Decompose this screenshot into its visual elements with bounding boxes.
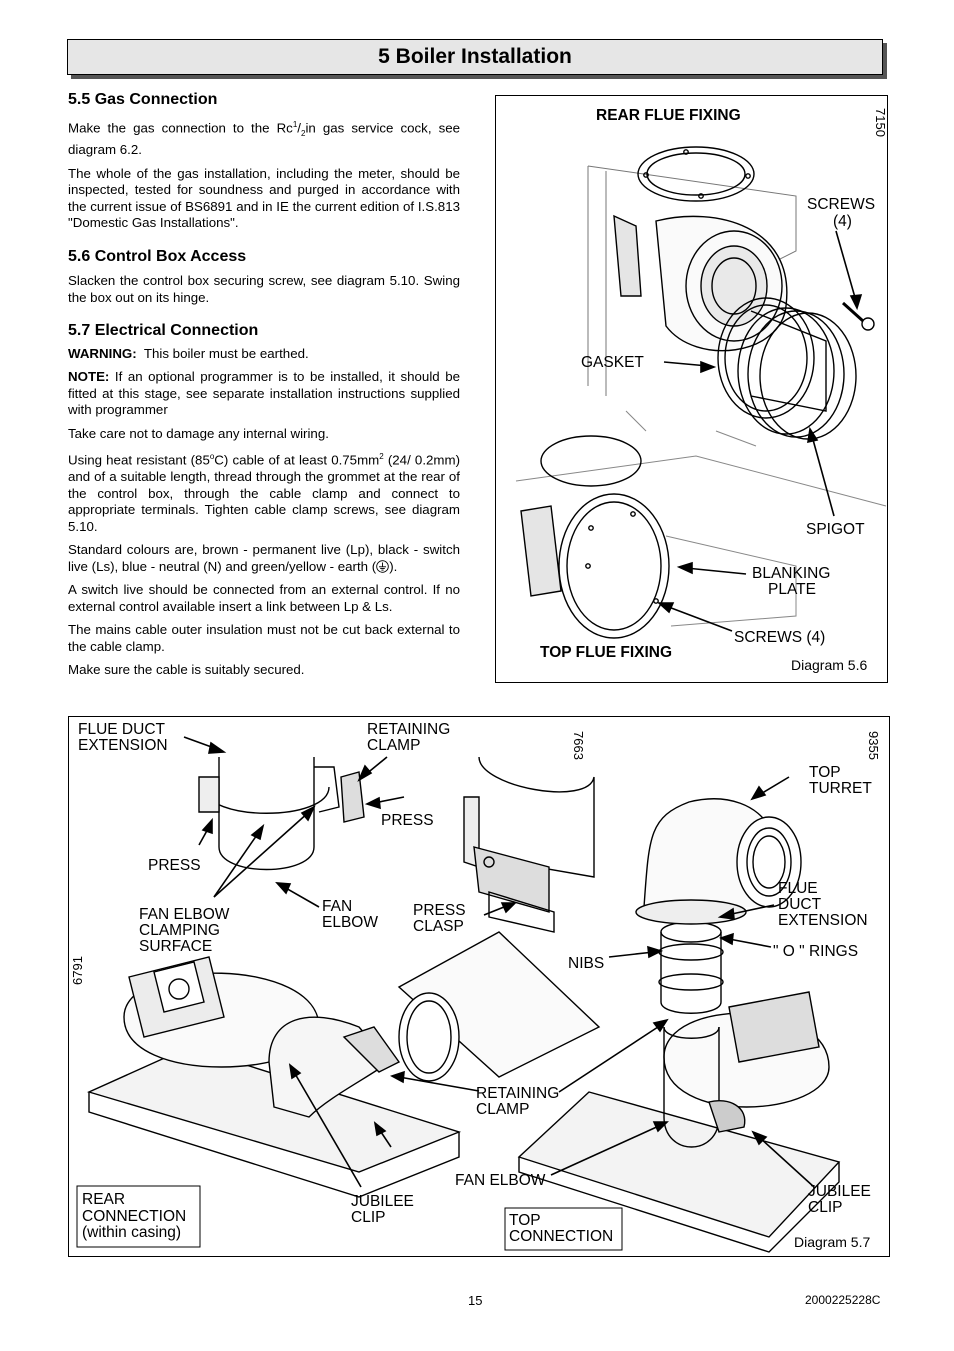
- warning-paragraph: WARNING: This boiler must be earthed.: [68, 346, 460, 363]
- nibs-label: NIBS: [568, 955, 604, 972]
- heading-gas-connection: 5.5 Gas Connection: [68, 91, 218, 108]
- diagram-5-7-illustration: FLUE DUCT EXTENSION RETAINING CLAMP 7663…: [70, 721, 881, 1253]
- squared-mark: 2: [379, 452, 384, 462]
- gasket-label: GASKET: [581, 354, 644, 371]
- o-rings-label: " O " RINGS: [773, 943, 858, 960]
- secure-paragraph: Make sure the cable is suitably secured.: [68, 662, 305, 677]
- top-connection-label-1: TOP: [509, 1212, 541, 1229]
- colours-a: Standard colours are, brown - permanent …: [68, 542, 460, 574]
- fan-elbow-clamping-label-2: CLAMPING: [139, 922, 220, 939]
- diagram-ref-9355: 9355: [866, 731, 881, 760]
- blanking-plate-label-2: PLATE: [768, 581, 816, 598]
- rear-connection-label-3: (within casing): [82, 1224, 181, 1241]
- top-flue-fixing-title: TOP FLUE FIXING: [540, 644, 672, 661]
- press-label-left: PRESS: [148, 857, 201, 874]
- rear-connection-label-1: REAR: [82, 1191, 125, 1208]
- gas-paragraph-1: Make the gas connection to the Rc1/2in g…: [68, 119, 461, 158]
- earth-symbol-icon: [376, 559, 389, 573]
- screws-top-label: SCREWS: [807, 196, 875, 213]
- top-turret-label-2: TURRET: [809, 780, 872, 797]
- cable-c: (24/ 0.2mm) and of a suitable length, th…: [68, 452, 460, 534]
- flue-duct-right-label-1: FLUE: [778, 880, 818, 897]
- top-connection-label-2: CONNECTION: [509, 1228, 613, 1245]
- jubilee-clip-left-label-1: JUBILEE: [351, 1193, 414, 1210]
- cable-b: C) cable of at least 0.75mm: [214, 452, 380, 468]
- rear-connection-label-2: CONNECTION: [82, 1208, 186, 1225]
- cable-paragraph: Using heat resistant (85oC) cable of at …: [68, 449, 460, 535]
- screws-bottom-label: SCREWS (4): [734, 629, 825, 646]
- retaining-clamp-bottom-label-2: CLAMP: [476, 1101, 529, 1118]
- screws-top-count: (4): [833, 213, 852, 230]
- gas-paragraph-2: The whole of the gas installation, inclu…: [68, 165, 460, 231]
- degree-mark: o: [209, 452, 215, 462]
- fan-elbow-label-1: FAN: [322, 898, 352, 915]
- diagram-ref-6791: 6791: [70, 956, 85, 985]
- flue-duct-right-label-2: DUCT: [778, 896, 822, 913]
- diagram-5-7-caption: Diagram 5.7: [794, 1234, 870, 1250]
- flue-duct-extension-label-2: EXTENSION: [78, 737, 168, 754]
- gas-p1-pre: Make the gas connection to the Rc: [68, 119, 293, 135]
- diagram-ref-7663: 7663: [571, 731, 586, 760]
- diagram-5-6-illustration: REAR FLUE FIXING 7150 SCREWS (4) GASKET …: [515, 107, 888, 673]
- switch-paragraph: A switch live should be connected from a…: [68, 582, 460, 614]
- section-title-text: 5 Boiler Installation: [378, 45, 572, 68]
- left-text-column: 5.5 Gas Connection Make the gas connecti…: [68, 91, 461, 686]
- diagram-5-6: REAR FLUE FIXING 7150 SCREWS (4) GASKET …: [495, 95, 888, 683]
- damage-paragraph: Take care not to damage any internal wir…: [68, 425, 329, 441]
- document-code: 2000225228C: [805, 1293, 881, 1307]
- press-label-right: PRESS: [381, 812, 434, 829]
- blanking-plate-label-1: BLANKING: [752, 565, 830, 582]
- insulation-paragraph: The mains cable outer insulation must no…: [68, 622, 460, 654]
- top-turret-label-1: TOP: [809, 764, 841, 781]
- heading-electrical: 5.7 Electrical Connection: [68, 322, 259, 340]
- diagram-ref-7150: 7150: [873, 108, 887, 137]
- jubilee-clip-left-label-2: CLIP: [351, 1209, 385, 1226]
- page-number: 15: [468, 1293, 483, 1308]
- press-clasp-label-2: CLASP: [413, 918, 464, 935]
- rear-flue-fixing-title: REAR FLUE FIXING: [596, 107, 741, 124]
- flue-duct-right-label-3: EXTENSION: [778, 912, 868, 929]
- heading-control-box: 5.6 Control Box Access: [68, 247, 247, 265]
- diagram-5-6-caption: Diagram 5.6: [791, 657, 867, 673]
- gas-p1-post: in gas service cock, see diagram 6.2.: [68, 119, 461, 158]
- jubilee-clip-right-label-1: JUBILEE: [808, 1183, 871, 1200]
- fan-elbow-clamping-label-3: SURFACE: [139, 938, 212, 955]
- flue-duct-extension-label-1: FLUE DUCT: [78, 721, 166, 738]
- retaining-clamp-bottom-label-1: RETAINING: [476, 1085, 559, 1102]
- diagram-5-7: FLUE DUCT EXTENSION RETAINING CLAMP 7663…: [68, 716, 890, 1257]
- retaining-clamp-top-label-1: RETAINING: [367, 721, 450, 738]
- warning-label: WARNING:: [68, 345, 137, 361]
- press-clasp-label-1: PRESS: [413, 902, 466, 919]
- fraction-numerator: 1: [292, 119, 298, 129]
- warning-text: This boiler must be earthed.: [143, 345, 309, 361]
- fan-elbow-label-2: ELBOW: [322, 914, 378, 931]
- section-title: 5 Boiler Installation: [67, 39, 883, 75]
- cable-a: Using heat resistant (85: [68, 452, 210, 468]
- note-paragraph: NOTE: If an optional programmer is to be…: [68, 369, 460, 419]
- retaining-clamp-top-label-2: CLAMP: [367, 737, 420, 754]
- fan-elbow-bottom-label: FAN ELBOW: [455, 1172, 546, 1189]
- colours-b: ).: [389, 558, 398, 574]
- jubilee-clip-right-label-2: CLIP: [808, 1199, 842, 1216]
- note-text: If an optional programmer is to be insta…: [68, 369, 460, 418]
- colours-paragraph: Standard colours are, brown - permanent …: [68, 542, 460, 575]
- note-label: NOTE:: [68, 369, 110, 385]
- spigot-label: SPIGOT: [806, 521, 865, 538]
- fan-elbow-clamping-label-1: FAN ELBOW: [139, 906, 230, 923]
- control-paragraph-1: Slacken the control box securing screw, …: [68, 273, 460, 305]
- fraction-denominator: 2: [301, 128, 306, 138]
